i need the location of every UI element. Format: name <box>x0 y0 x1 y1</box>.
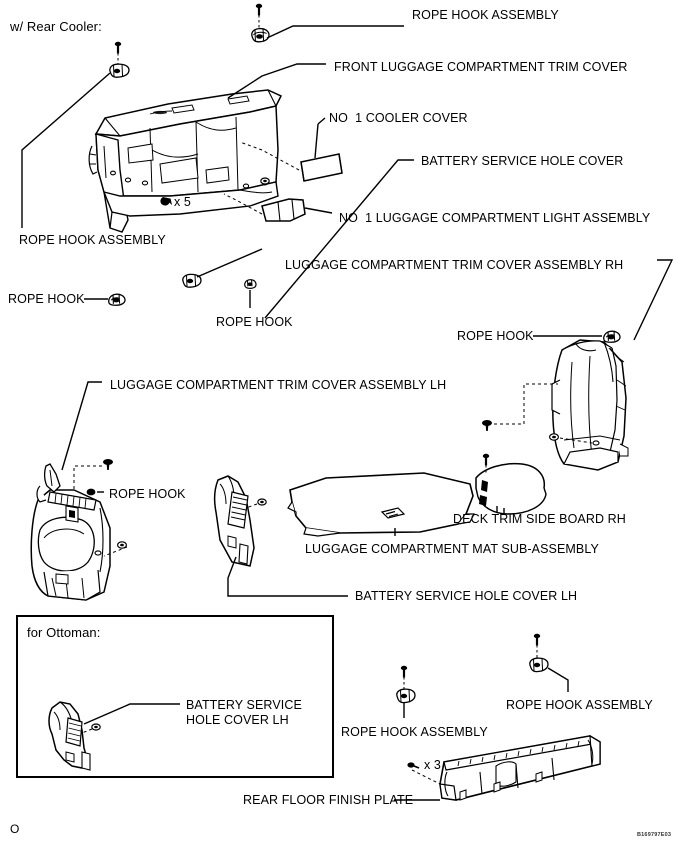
rope-hook-assembly-top-left-part <box>21 41 130 228</box>
no1-luggage-compartment-light-part <box>261 198 306 222</box>
label-ottoman-battery-service-hole-cover-lh: BATTERY SERVICE HOLE COVER LH <box>186 698 302 727</box>
leader-luggage-trim-cover-lh <box>61 381 102 471</box>
front-luggage-compartment-trim-cover-part <box>88 89 283 233</box>
ottoman-section-title: for Ottoman: <box>27 625 101 640</box>
rear-floor-finish-plate-part <box>439 734 601 801</box>
label-front-luggage-trim-cover: FRONT LUGGAGE COMPARTMENT TRIM COVER <box>334 60 628 74</box>
rope-hook-assembly-mid-part <box>182 248 263 288</box>
no1-cooler-cover-part <box>300 153 343 182</box>
leader-luggage-trim-cover-rh <box>633 259 674 341</box>
label-rope-hook-mid: ROPE HOOK <box>216 315 293 329</box>
quantity-marker-x5: x 5 <box>174 195 191 209</box>
ottoman-section-box <box>16 615 334 778</box>
luggage-compartment-trim-cover-rh-part <box>551 339 629 471</box>
rh-cover-fasteners <box>482 383 593 444</box>
label-rope-hook-left: ROPE HOOK <box>8 292 85 306</box>
label-rope-hook-assembly-top: ROPE HOOK ASSEMBLY <box>412 8 559 22</box>
variant-note: w/ Rear Cooler: <box>10 19 102 34</box>
ottoman-cover-screw <box>81 723 101 734</box>
luggage-compartment-trim-cover-lh-part <box>30 463 111 601</box>
leader-battery-service-hole-cover <box>264 159 414 319</box>
label-rope-hook-assembly-bottom-right: ROPE HOOK ASSEMBLY <box>506 698 653 712</box>
label-luggage-mat-sub-assembly: LUGGAGE COMPARTMENT MAT SUB-ASSEMBLY <box>305 542 599 556</box>
rope-hook-mid-part <box>244 279 257 308</box>
ottoman-battery-service-hole-cover-lh-part <box>48 701 91 771</box>
label-rope-hook-assembly-bottom-left: ROPE HOOK ASSEMBLY <box>341 725 488 739</box>
clip-x5-symbol <box>160 197 172 206</box>
rope-hook-assembly-bottom-left-part <box>396 665 416 718</box>
leader-battery-service-hole-cover-lh <box>227 556 348 597</box>
rope-hook-right-part <box>533 330 621 343</box>
deck-trim-side-board-rh-part <box>475 462 547 515</box>
label-luggage-trim-cover-lh: LUGGAGE COMPARTMENT TRIM COVER ASSEMBLY … <box>110 378 447 392</box>
rear-floor-plate-bolt-x3 <box>407 762 441 785</box>
rope-hook-assembly-bottom-right-part <box>529 633 569 692</box>
luggage-compartment-mat-part <box>287 472 475 537</box>
label-rope-hook-assembly-left: ROPE HOOK ASSEMBLY <box>19 233 166 247</box>
label-luggage-trim-cover-rh: LUGGAGE COMPARTMENT TRIM COVER ASSEMBLY … <box>285 258 624 272</box>
page-marker: O <box>10 822 20 836</box>
battery-hole-cover-lh-screw <box>245 498 267 509</box>
battery-service-hole-cover-lh-part <box>213 475 255 567</box>
rope-hook-assembly-top-right-part <box>251 3 404 43</box>
label-battery-service-hole-cover: BATTERY SERVICE HOLE COVER <box>421 154 624 168</box>
label-no1-cooler-cover: NO 1 COOLER COVER <box>329 111 468 125</box>
rope-hook-left-part <box>84 293 126 306</box>
figure-code: B169797E03 <box>637 832 672 838</box>
label-no1-luggage-light-assembly: NO 1 LUGGAGE COMPARTMENT LIGHT ASSEMBLY <box>339 211 651 225</box>
label-rope-hook-right: ROPE HOOK <box>457 329 534 343</box>
label-rear-floor-finish-plate: REAR FLOOR FINISH PLATE <box>243 793 414 807</box>
label-deck-trim-side-board-rh: DECK TRIM SIDE BOARD RH <box>453 512 626 526</box>
leader-front-luggage-trim-cover <box>227 63 326 99</box>
lh-cover-fasteners <box>73 459 128 557</box>
leader-ottoman-battery-cover <box>83 703 180 725</box>
deck-trim-side-board-bolt <box>482 453 490 474</box>
label-battery-service-hole-cover-lh: BATTERY SERVICE HOLE COVER LH <box>355 589 578 603</box>
label-rope-hook-lh: ROPE HOOK <box>109 487 186 501</box>
rope-hook-lh-dot <box>86 488 96 496</box>
quantity-marker-x3: x 3 <box>424 758 441 772</box>
